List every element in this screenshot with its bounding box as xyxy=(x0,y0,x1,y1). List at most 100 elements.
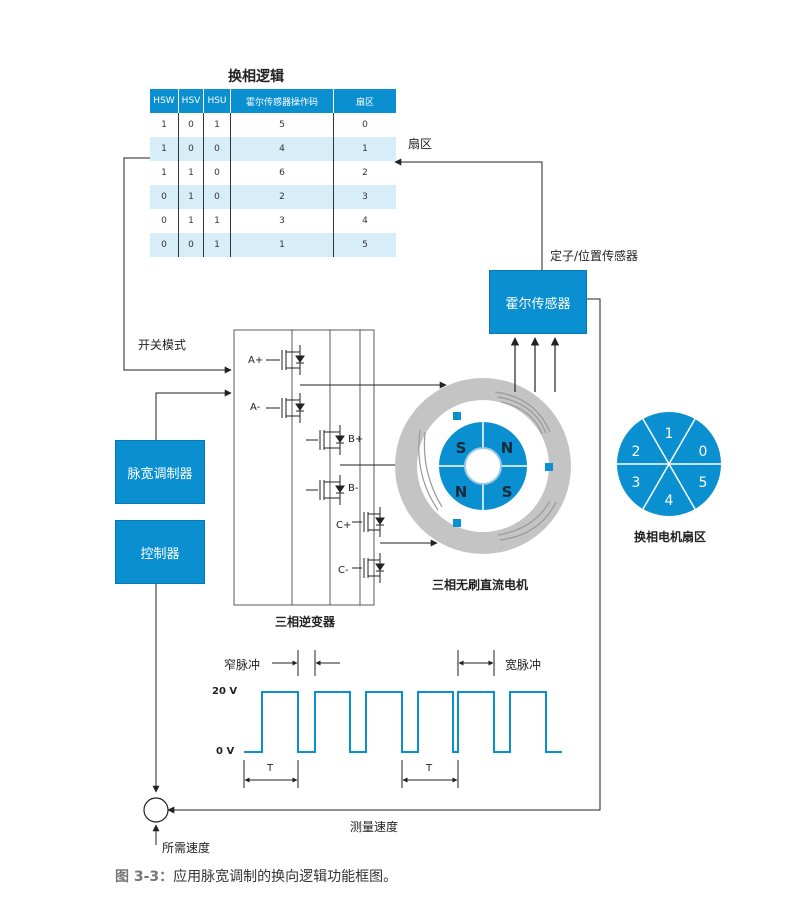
wide-pulse-label: 宽脉冲 xyxy=(505,658,542,672)
sector-2: 2 xyxy=(632,444,641,460)
header-sector: 扇区 xyxy=(333,89,396,113)
period-label-1: T xyxy=(267,763,274,774)
transistor-a-plus xyxy=(266,345,305,375)
header-hsw: HSW xyxy=(150,89,179,113)
voltage-0v-label: 0 V xyxy=(216,746,235,757)
sector-feedback-line xyxy=(394,158,543,270)
cell: 1 xyxy=(203,113,231,137)
cell: 1 xyxy=(203,209,231,233)
pwm-waveform xyxy=(244,691,562,753)
cell: 5 xyxy=(333,233,396,257)
cell: 4 xyxy=(362,216,368,226)
table-row: 1 0 1 5 0 xyxy=(150,113,396,137)
controller-block: 控制器 xyxy=(115,520,205,584)
narrow-pulse-label: 窄脉冲 xyxy=(224,658,261,672)
sector-1: 1 xyxy=(665,426,674,442)
cell: 4 xyxy=(230,137,334,161)
cell: 3 xyxy=(230,209,334,233)
cell: 2 xyxy=(362,168,368,178)
narrow-pulse-marker xyxy=(272,650,340,676)
sector-arrow-label: 扇区 xyxy=(408,137,433,151)
phase-c-minus-label: C- xyxy=(338,565,349,576)
table-header-row: HSW HSV HSU 霍尔传感器操作码 扇区 xyxy=(150,89,396,113)
cell: 0 xyxy=(203,161,231,185)
cell: 0 xyxy=(150,233,179,257)
caption-text: 应用脉宽调制的换向逻辑功能框图。 xyxy=(173,869,398,885)
cell: 6 xyxy=(230,161,334,185)
table-title: 换相逻辑 xyxy=(228,69,284,85)
header-hsv: HSV xyxy=(178,89,204,113)
cell: 2 xyxy=(230,185,334,209)
rotor-pole-n1: N xyxy=(501,439,514,457)
required-speed-label: 所需速度 xyxy=(162,841,211,855)
rotor-pole-s1: S xyxy=(456,439,467,457)
motor-label: 三相无刷直流电机 xyxy=(432,578,529,592)
bldc-motor xyxy=(395,378,571,554)
inverter-block xyxy=(233,329,375,606)
commutation-table: HSW HSV HSU 霍尔传感器操作码 扇区 1 0 1 5 0 1 0 0 … xyxy=(150,89,396,257)
inverter-label: 三相逆变器 xyxy=(275,615,336,629)
header-hsu: HSU xyxy=(203,89,231,113)
figure-caption: 图 3-3：应用脉宽调制的换向逻辑功能框图。 xyxy=(115,866,397,886)
table-row: 0 0 1 1 5 xyxy=(150,233,396,257)
transistor-c-plus xyxy=(352,507,385,537)
cell: 1 xyxy=(178,185,204,209)
cell: 1 xyxy=(150,137,179,161)
table-row: 0 1 1 3 4 xyxy=(150,209,396,233)
hall-sensor-block: 霍尔传感器 xyxy=(489,270,587,334)
cell: 0 xyxy=(178,137,204,161)
summing-junction xyxy=(143,797,169,823)
sector-wheel-title: 换相电机扇区 xyxy=(634,530,707,544)
table-row: 1 0 0 4 1 xyxy=(150,137,396,161)
transistor-b-minus xyxy=(306,475,345,505)
table-row: 0 1 0 2 3 xyxy=(150,185,396,209)
voltage-20v-label: 20 V xyxy=(212,686,238,697)
measured-speed-label: 测量速度 xyxy=(350,820,399,834)
phase-a-minus-label: A- xyxy=(250,402,261,413)
cell: 0 xyxy=(178,233,204,257)
cell: 1 xyxy=(333,137,396,161)
transistor-b-plus xyxy=(306,425,345,455)
caption-prefix: 图 3-3： xyxy=(115,869,174,885)
cell: 0 xyxy=(178,113,204,137)
phase-b-minus-label: B- xyxy=(348,483,359,494)
wide-pulse-marker xyxy=(457,650,495,676)
stator-sensor-label: 定子/位置传感器 xyxy=(550,249,639,263)
measured-speed-line xyxy=(167,298,601,814)
pwm-modulator-block: 脉宽调制器 xyxy=(115,440,205,504)
transistor-a-minus xyxy=(266,393,305,423)
sensor-arrows xyxy=(510,337,560,392)
cell: 0 xyxy=(150,209,179,233)
switch-mode-line xyxy=(123,157,232,374)
cell: 1 xyxy=(203,233,231,257)
phase-output-lines xyxy=(300,381,447,547)
table-row: 1 1 0 6 2 xyxy=(150,161,396,185)
cell: 0 xyxy=(362,120,368,130)
transistor-c-minus xyxy=(352,553,385,583)
cell: 1 xyxy=(178,209,204,233)
sector-0: 0 xyxy=(699,444,708,460)
phase-c-plus-label: C+ xyxy=(336,520,352,531)
cell: 1 xyxy=(150,113,179,137)
cell: 1 xyxy=(150,161,179,185)
sector-4: 4 xyxy=(665,493,674,509)
header-hall-code: 霍尔传感器操作码 xyxy=(230,89,334,113)
sector-3: 3 xyxy=(632,475,641,491)
phase-b-plus-label: B+ xyxy=(348,434,364,445)
switch-mode-label: 开关模式 xyxy=(138,338,187,352)
pwm-to-inverter-line xyxy=(155,389,232,440)
cell: 1 xyxy=(178,161,204,185)
sector-wheel xyxy=(617,412,721,516)
sector-5: 5 xyxy=(699,475,708,491)
rotor-pole-n2: N xyxy=(455,483,468,501)
period-marker-2 xyxy=(401,760,459,788)
period-marker-1 xyxy=(243,760,299,788)
cell: 3 xyxy=(333,185,396,209)
cell: 1 xyxy=(230,233,334,257)
phase-a-plus-label: A+ xyxy=(248,355,264,366)
cell: 0 xyxy=(203,137,231,161)
cell: 0 xyxy=(150,185,179,209)
cell: 5 xyxy=(230,113,334,137)
cell: 0 xyxy=(203,185,231,209)
